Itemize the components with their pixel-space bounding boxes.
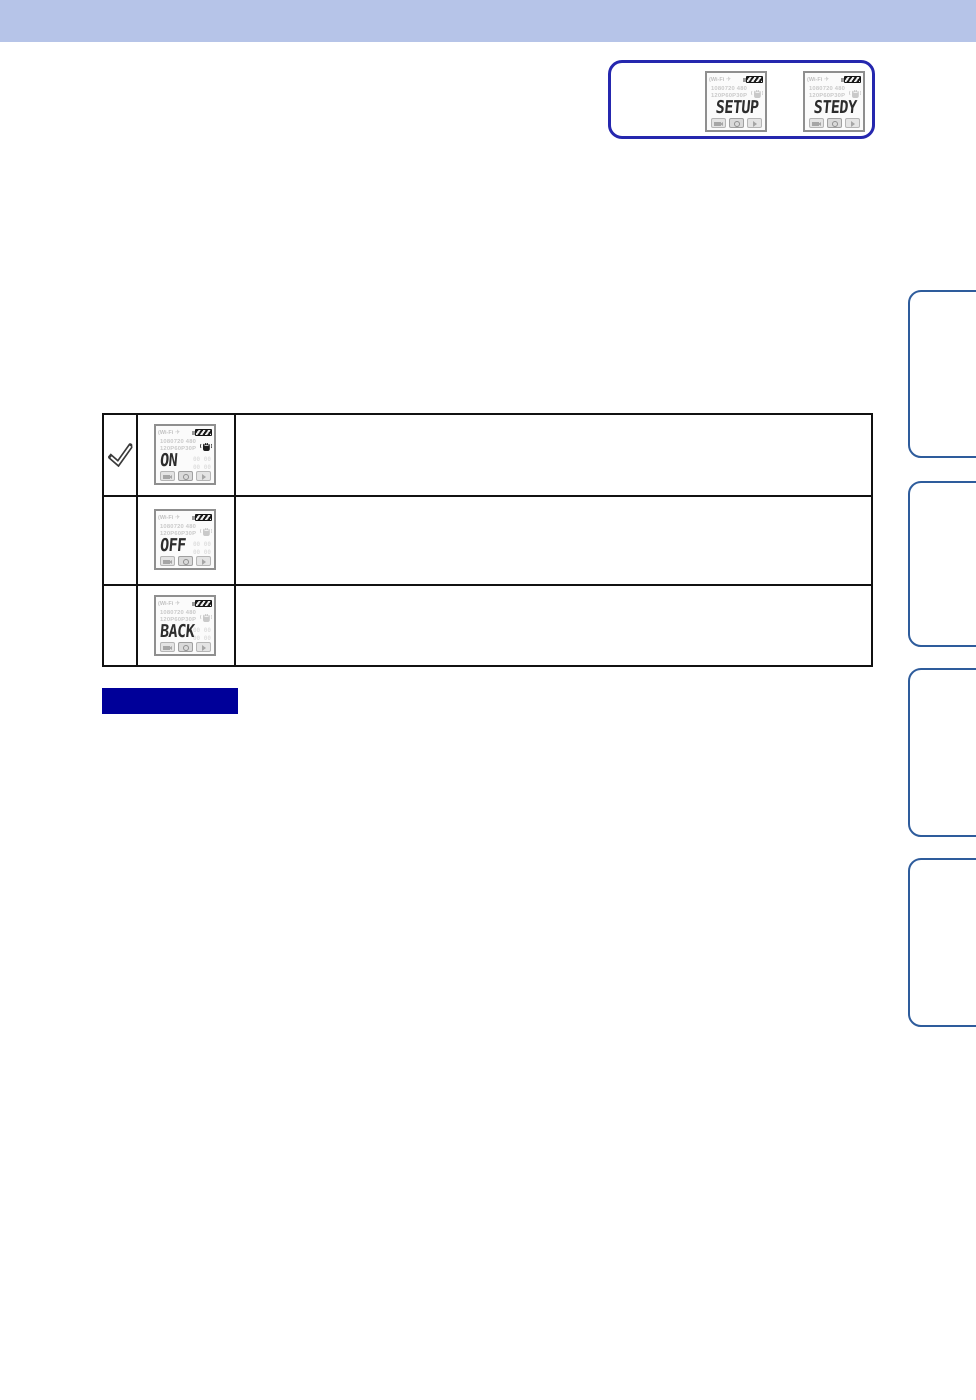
photo-mode-icon — [177, 471, 193, 481]
lcd-main-text: STEDY — [812, 96, 858, 118]
page-header-band — [0, 0, 976, 42]
wifi-indicator-icon: (Wi-Fi — [158, 514, 174, 521]
side-nav-tab-2[interactable] — [908, 481, 976, 647]
battery-icon — [192, 429, 212, 436]
lcd-status-row: (Wi-Fi ✈ — [807, 75, 861, 84]
airplane-mode-icon: ✈ — [175, 515, 181, 521]
default-setting-cell — [102, 413, 138, 497]
notes-badge — [102, 688, 238, 714]
wifi-indicator-icon: (Wi-Fi — [807, 76, 823, 83]
movie-mode-icon — [159, 471, 175, 481]
wifi-indicator-icon: (Wi-Fi — [158, 600, 174, 607]
camera-shake-icon — [849, 88, 861, 100]
lcd-mode-icons — [709, 118, 763, 128]
airplane-mode-icon: ✈ — [175, 601, 181, 607]
camera-shake-icon — [200, 612, 212, 624]
wifi-indicator-icon: (Wi-Fi — [158, 429, 174, 436]
playback-mode-icon — [195, 642, 211, 652]
lcd-main-text: OFF — [159, 534, 187, 556]
camera-shake-icon — [200, 526, 212, 538]
movie-mode-icon — [710, 118, 726, 128]
lcd-status-row: (Wi-Fi ✈ — [709, 75, 763, 84]
lcd-main-text: SETUP — [714, 96, 760, 118]
side-nav-tab-1[interactable] — [908, 290, 976, 458]
camera-shake-icon — [751, 88, 763, 100]
lcd-mode-icons — [807, 118, 861, 128]
photo-mode-icon — [728, 118, 744, 128]
battery-icon — [841, 76, 861, 83]
battery-icon — [192, 600, 212, 607]
check-icon — [106, 442, 134, 467]
playback-mode-icon — [844, 118, 860, 128]
battery-icon — [192, 514, 212, 521]
movie-mode-icon — [808, 118, 824, 128]
wifi-indicator-icon: (Wi-Fi — [709, 76, 725, 83]
movie-mode-icon — [159, 642, 175, 652]
photo-mode-icon — [826, 118, 842, 128]
photo-mode-icon — [177, 642, 193, 652]
counter-ghost-digits: 00 00 00 00 — [192, 456, 211, 471]
counter-ghost-digits: 00 00 00 00 — [192, 541, 211, 556]
description-cell — [234, 584, 873, 667]
lcd-main-text: BACK — [159, 620, 196, 642]
airplane-mode-icon: ✈ — [175, 430, 181, 436]
playback-mode-icon — [195, 556, 211, 566]
side-nav-tab-3[interactable] — [908, 668, 976, 837]
camera-shake-icon — [200, 441, 212, 453]
playback-mode-icon — [746, 118, 762, 128]
default-setting-cell — [102, 584, 138, 667]
movie-mode-icon — [159, 556, 175, 566]
lcd-main-text: ON — [159, 449, 179, 471]
side-nav-tab-4[interactable] — [908, 858, 976, 1027]
battery-icon — [743, 76, 763, 83]
airplane-mode-icon: ✈ — [726, 77, 732, 83]
photo-mode-icon — [177, 556, 193, 566]
description-cell — [234, 495, 873, 586]
playback-mode-icon — [195, 471, 211, 481]
description-cell — [234, 413, 873, 497]
airplane-mode-icon: ✈ — [824, 77, 830, 83]
default-setting-cell — [102, 495, 138, 586]
counter-ghost-digits: 00 00 00 00 — [192, 627, 211, 642]
